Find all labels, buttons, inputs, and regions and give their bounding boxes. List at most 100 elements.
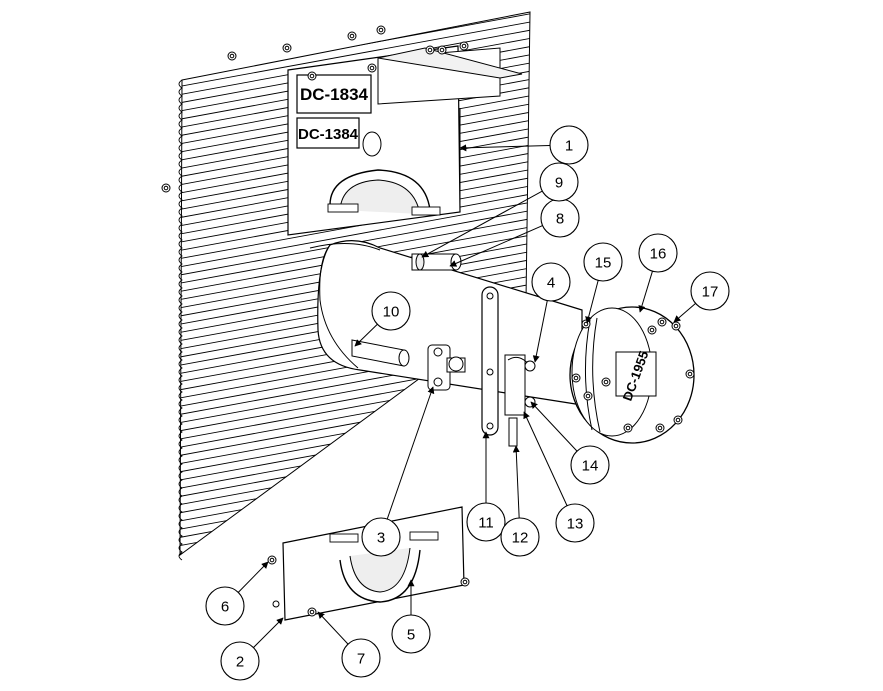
- callout-number: 4: [547, 275, 555, 292]
- bolt-center: [649, 327, 655, 333]
- bolt-center: [657, 425, 663, 431]
- callout-circle: [539, 162, 579, 202]
- leader-line-13: [523, 411, 568, 506]
- callout-4: 4: [531, 262, 571, 302]
- callout-9: 9: [539, 162, 579, 202]
- leader-line-2: [253, 617, 284, 648]
- leader-line-12: [512, 445, 520, 519]
- bolt-center: [309, 73, 315, 79]
- bolt-center: [427, 47, 433, 53]
- bolt-center: [461, 43, 467, 49]
- bolt-center: [309, 609, 315, 615]
- callout-13: 13: [555, 503, 595, 543]
- callout-6: 6: [205, 586, 245, 626]
- lower-bracket: [267, 506, 470, 621]
- plate-label-dc-1384: DC-1384: [298, 126, 359, 143]
- leader-line-15: [585, 280, 599, 324]
- corrugation-line: [180, 19, 530, 89]
- leader-line-17: [673, 303, 696, 323]
- callout-circle: [583, 242, 623, 282]
- bolt-center: [462, 579, 468, 585]
- leader-line-3: [386, 386, 435, 520]
- callout-circle: [205, 586, 245, 626]
- callout-circle: [555, 503, 595, 543]
- inner-rod: [351, 339, 410, 367]
- leader-line-6: [237, 561, 269, 593]
- callout-number: 6: [221, 599, 229, 616]
- callout-circle: [341, 638, 381, 678]
- bolt-center: [439, 47, 445, 53]
- callout-circle: [570, 445, 610, 485]
- mount-bracket-3: [427, 344, 466, 391]
- callout-number: 2: [236, 654, 244, 671]
- corrugation-line: [180, 200, 530, 270]
- callout-number: 12: [512, 530, 529, 547]
- bolt-center: [625, 425, 631, 431]
- end-cap-16: DC-1955: [569, 306, 695, 444]
- callout-number: 11: [478, 515, 494, 532]
- bolt-center: [675, 417, 681, 423]
- plate-frame-bottom: [296, 117, 360, 149]
- bolt-center: [687, 371, 693, 377]
- small-tube: [411, 253, 462, 271]
- callout-5: 5: [391, 614, 431, 654]
- callout-circle: [531, 262, 571, 302]
- callout-circle: [690, 271, 730, 311]
- bolt-center: [229, 53, 235, 59]
- leader-line-9: [421, 190, 543, 258]
- callout-number: 5: [407, 627, 415, 644]
- bolt-center: [603, 379, 609, 385]
- hinge-assembly: [504, 354, 536, 447]
- callout-number: 13: [567, 516, 584, 533]
- bolt-center: [369, 65, 375, 71]
- callout-circle: [220, 641, 260, 681]
- callout-circle: [549, 125, 589, 165]
- callout-circle: [391, 614, 431, 654]
- leader-line-1: [459, 144, 551, 152]
- upper-bracket: DC-1834 DC-1384: [161, 25, 523, 236]
- callout-number: 14: [582, 458, 599, 475]
- leader-line-10: [354, 323, 378, 347]
- callout-17: 17: [690, 271, 730, 311]
- callout-circle: [500, 517, 540, 557]
- callout-15: 15: [583, 242, 623, 282]
- callout-circle: [371, 291, 411, 331]
- callout-2: 2: [220, 641, 260, 681]
- callout-3: 3: [361, 517, 401, 557]
- bolt-center: [673, 323, 679, 329]
- callout-number: 10: [383, 304, 400, 321]
- wall-left-edge: [178, 79, 183, 561]
- callout-circle: [638, 233, 678, 273]
- bolt-center: [378, 27, 384, 33]
- callout-number: 17: [702, 284, 719, 301]
- leader-lines: [237, 144, 696, 648]
- callout-number: 9: [555, 175, 563, 192]
- callout-number: 7: [357, 651, 365, 668]
- callout-12: 12: [500, 517, 540, 557]
- bolt-center: [163, 185, 169, 191]
- callout-1: 1: [549, 125, 589, 165]
- callout-number: 3: [377, 530, 385, 547]
- bolt-center: [573, 375, 579, 381]
- plate-frame-top: [296, 74, 372, 114]
- callout-10: 10: [371, 291, 411, 331]
- leader-line-8: [449, 225, 543, 267]
- vertical-strap-11: [481, 286, 499, 436]
- callout-number: 8: [556, 211, 564, 228]
- callout-circle: [466, 502, 506, 542]
- leader-line-14: [530, 401, 578, 452]
- leader-line-7: [317, 611, 349, 645]
- bolt-center: [659, 319, 665, 325]
- plate-label-dc-1834: DC-1834: [300, 85, 369, 104]
- callout-11: 11: [466, 502, 506, 542]
- callout-8: 8: [540, 198, 580, 238]
- callout-number: 1: [565, 138, 573, 155]
- bolt-center: [585, 393, 591, 399]
- callout-7: 7: [341, 638, 381, 678]
- callout-number: 15: [595, 255, 612, 272]
- leader-line-4: [532, 300, 548, 363]
- callout-number: 16: [650, 246, 667, 263]
- bolt-center: [269, 557, 275, 563]
